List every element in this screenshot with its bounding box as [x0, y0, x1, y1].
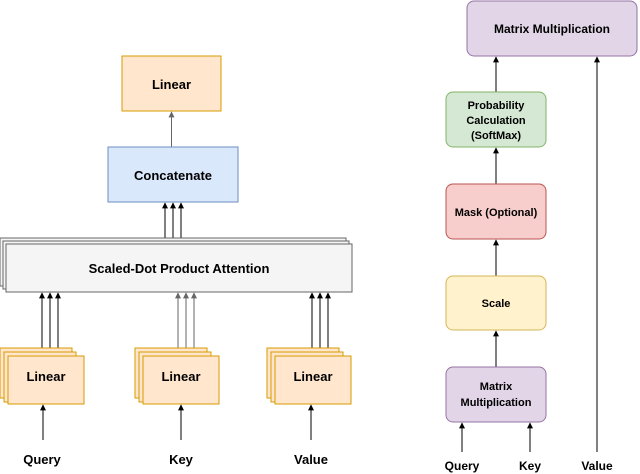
linear-query-stack: Linear	[0, 347, 85, 405]
matmul-top-node: Matrix Multiplication	[466, 0, 638, 57]
right-query-label: Query	[445, 459, 480, 473]
mask-node: Mask (Optional)	[445, 183, 547, 240]
left-query-label: Query	[23, 452, 61, 467]
right-value-label: Value	[581, 459, 613, 473]
right-key-label: Key	[519, 459, 541, 473]
scale-label: Scale	[482, 298, 511, 310]
scale-node: Scale	[445, 275, 547, 331]
matmul-bottom-label-line2: Multiplication	[461, 397, 532, 409]
left-value-label: Value	[294, 452, 328, 467]
softmax-node: Probability Calculation (SoftMax)	[445, 91, 547, 148]
linear-query-label: Linear	[26, 369, 65, 384]
concatenate-node: Concatenate	[107, 146, 239, 203]
linear-value-label: Linear	[293, 369, 332, 384]
matmul-bottom-node: Matrix Multiplication	[445, 366, 547, 423]
mask-label: Mask (Optional)	[455, 207, 538, 219]
attention-label: Scaled-Dot Product Attention	[89, 261, 270, 276]
softmax-label-line3: (SoftMax)	[471, 130, 521, 142]
linear-key-stack: Linear	[134, 347, 220, 405]
softmax-label-line1: Probability	[468, 100, 526, 112]
left-key-label: Key	[169, 452, 194, 467]
linear-key-label: Linear	[161, 369, 200, 384]
softmax-label-line2: Calculation	[466, 115, 526, 127]
concatenate-label: Concatenate	[134, 168, 212, 183]
linear-output-label: Linear	[152, 77, 191, 92]
matmul-bottom-label-line1: Matrix	[480, 381, 513, 393]
linear-output-node: Linear	[121, 55, 222, 112]
matmul-top-label: Matrix Multiplication	[494, 22, 610, 36]
scaled-dot-product-attention-stack: Scaled-Dot Product Attention	[0, 237, 353, 293]
linear-value-stack: Linear	[266, 347, 352, 405]
